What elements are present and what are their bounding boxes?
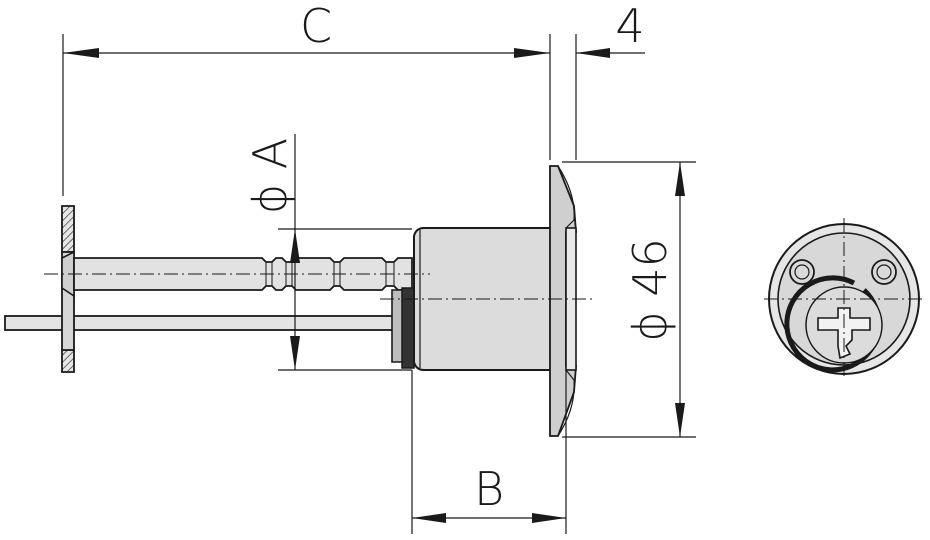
dim-b-label: B <box>474 462 504 516</box>
screw-hole-right <box>871 259 897 285</box>
screw-hole-left <box>789 259 815 285</box>
dim-4-label: 4 <box>615 0 644 53</box>
dimensions: C 4 ϕ A ϕ 46 B <box>62 0 696 534</box>
washer-dark <box>401 287 415 369</box>
front-view <box>764 218 924 380</box>
dim-a-label: ϕ A <box>243 138 297 214</box>
side-view <box>4 165 592 437</box>
dim-c-label: C <box>300 0 332 53</box>
escutcheon-inner <box>557 165 575 437</box>
dim-46-label: ϕ 46 <box>623 238 677 342</box>
